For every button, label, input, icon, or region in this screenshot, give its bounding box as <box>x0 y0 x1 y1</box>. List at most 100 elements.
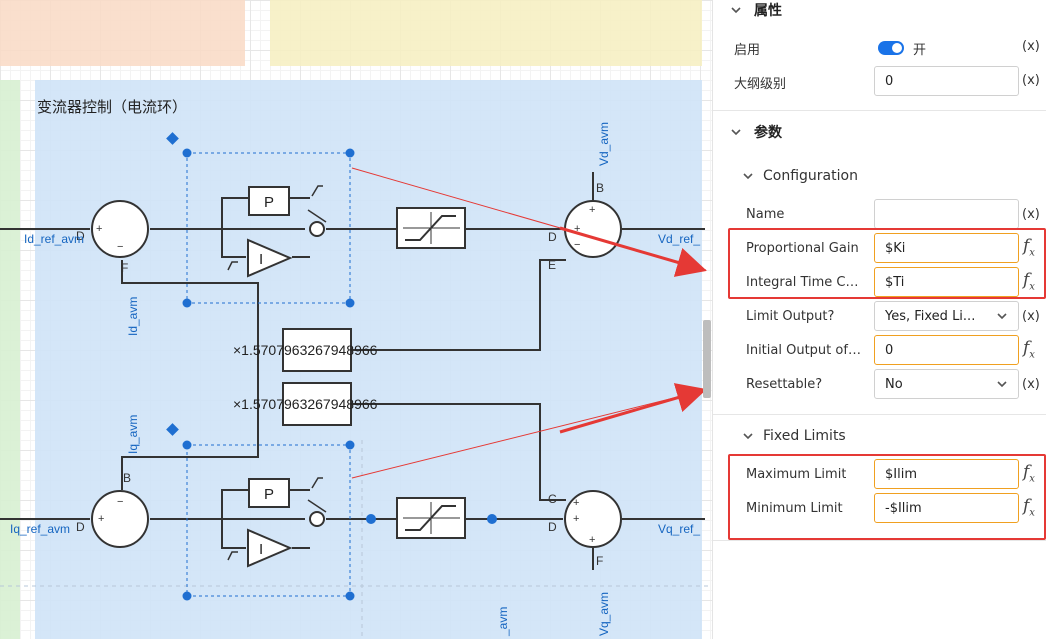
highlight-box-gain-time <box>728 228 1046 299</box>
annotation-arrow-top <box>559 226 707 277</box>
subsection-title: Configuration <box>763 168 858 184</box>
minimum-limit-input[interactable]: -$Ilim <box>874 493 1019 523</box>
fx-icon[interactable]: fx <box>1023 270 1035 293</box>
p-label: P <box>264 194 274 211</box>
diagram-canvas[interactable]: + − D F P I + + − B D E ×1.5707963267948… <box>0 0 712 639</box>
sum-plus-sign: + <box>589 534 595 546</box>
top-loop-wires <box>0 172 705 501</box>
properties-panel: 属性 启用 开 (x) 大纲级别 0 (x) 参数 Configuration … <box>712 0 1046 639</box>
signal-vd-avm: Vd_avm <box>597 122 611 166</box>
sum-block-bottom[interactable] <box>91 490 149 548</box>
selection-handles[interactable] <box>166 132 355 601</box>
params-section-header[interactable]: 参数 <box>713 114 1046 150</box>
integrator-sum-bottom[interactable] <box>309 511 325 527</box>
port-label: B <box>123 471 131 485</box>
name-input[interactable] <box>874 199 1019 229</box>
variable-button[interactable]: (x) <box>1022 207 1040 222</box>
chevron-down-icon <box>731 129 741 136</box>
sum-plus-sign: + <box>573 497 579 509</box>
chevron-down-icon <box>997 381 1007 388</box>
port-label: D <box>548 230 557 244</box>
fx-icon[interactable]: fx <box>1023 496 1035 519</box>
outline-level-input[interactable]: 0 <box>874 66 1019 96</box>
fx-icon[interactable]: fx <box>1023 236 1035 259</box>
p-block-top[interactable] <box>248 186 290 216</box>
initial-output-input[interactable]: 0 <box>874 335 1019 365</box>
enable-toggle[interactable] <box>878 41 904 55</box>
integrator-sum-top[interactable] <box>309 221 325 237</box>
divider <box>713 414 1046 415</box>
annotation-line-thin <box>351 389 707 479</box>
sum-plus-sign: + <box>98 513 104 525</box>
initial-output-label: Initial Output of Int... <box>746 343 864 358</box>
sum-block-vq[interactable] <box>564 490 622 548</box>
limit-output-select[interactable]: Yes, Fixed Li... <box>874 301 1019 331</box>
port-label: D <box>76 229 85 243</box>
green-group[interactable] <box>0 80 20 639</box>
selected-wire-handle[interactable] <box>487 514 497 524</box>
canvas-scrollbar[interactable] <box>703 320 711 398</box>
port-label: D <box>548 520 557 534</box>
maximum-limit-input[interactable]: $Ilim <box>874 459 1019 489</box>
divider <box>713 540 1046 541</box>
resettable-select[interactable]: No <box>874 369 1019 399</box>
block-diagram[interactable]: + − D F P I + + − B D E ×1.5707963267948… <box>0 0 712 639</box>
gain-block-1[interactable] <box>282 328 352 372</box>
enable-state-text: 开 <box>913 43 927 58</box>
p-block-bottom[interactable] <box>248 478 290 508</box>
gain-label-2: ×1.5707963267948966 <box>233 396 378 412</box>
port-label: E <box>548 258 556 272</box>
section-title: 参数 <box>754 125 782 141</box>
chevron-down-icon <box>743 433 753 440</box>
sum-minus-sign: − <box>117 241 123 253</box>
limit-output-label: Limit Output? <box>746 309 835 324</box>
variable-button[interactable]: (x) <box>1022 377 1040 392</box>
fx-icon[interactable]: fx <box>1023 338 1035 361</box>
port-label: B <box>596 181 604 195</box>
variable-button[interactable]: (x) <box>1022 39 1040 54</box>
outline-level-label: 大纲级别 <box>734 77 787 92</box>
properties-section-header[interactable]: 属性 <box>713 0 1046 28</box>
signal-iq-ref: Iq_ref_avm <box>10 522 70 536</box>
name-label: Name <box>746 207 785 222</box>
gain-block-2[interactable] <box>282 382 352 426</box>
port-label: D <box>76 520 85 534</box>
configuration-header[interactable]: Configuration <box>713 160 1046 192</box>
subsection-title: Fixed Limits <box>763 428 846 444</box>
sum-block-top[interactable] <box>91 200 149 258</box>
chevron-down-icon <box>731 7 741 14</box>
annotation-arrow-bottom <box>559 383 707 434</box>
signal-vq-avm: Vq_avm <box>597 592 611 636</box>
signal-id-ref: Id_ref_avm <box>24 232 84 246</box>
p-label: P <box>264 486 274 503</box>
sum-minus-sign: − <box>574 239 580 251</box>
enable-label: 启用 <box>734 43 761 58</box>
variable-button[interactable]: (x) <box>1022 309 1040 324</box>
signal-avm-bottom: _avm <box>496 607 510 637</box>
i-block-top[interactable] <box>247 238 293 278</box>
gain-label-1: ×1.5707963267948966 <box>233 342 378 358</box>
orange-group[interactable] <box>0 0 245 66</box>
variable-button[interactable]: (x) <box>1022 73 1040 88</box>
proportional-gain-input[interactable]: $Ki <box>874 233 1019 263</box>
group-title: 变流器控制（电流环） <box>37 98 188 116</box>
i-block-bottom[interactable] <box>247 528 293 568</box>
resettable-label: Resettable? <box>746 377 823 392</box>
selection-box-bottom[interactable] <box>186 444 351 597</box>
integral-time-input[interactable]: $Ti <box>874 267 1019 297</box>
i-label: I <box>259 251 263 268</box>
divider <box>713 110 1046 111</box>
chevron-down-icon <box>743 173 753 180</box>
yellow-group[interactable] <box>270 0 702 66</box>
fx-icon[interactable]: fx <box>1023 462 1035 485</box>
fixed-limits-header[interactable]: Fixed Limits <box>713 420 1046 452</box>
sum-plus-sign: + <box>574 223 580 235</box>
port-label: F <box>596 554 603 568</box>
signal-id-avm: Id_avm <box>126 297 140 336</box>
sum-plus-sign: + <box>589 204 595 216</box>
sum-plus-sign: + <box>573 513 579 525</box>
bottom-loop-wires <box>0 489 705 570</box>
highlight-box-limits <box>728 454 1046 540</box>
selected-wire-handle[interactable] <box>366 514 376 524</box>
sum-minus-sign: − <box>117 496 123 508</box>
